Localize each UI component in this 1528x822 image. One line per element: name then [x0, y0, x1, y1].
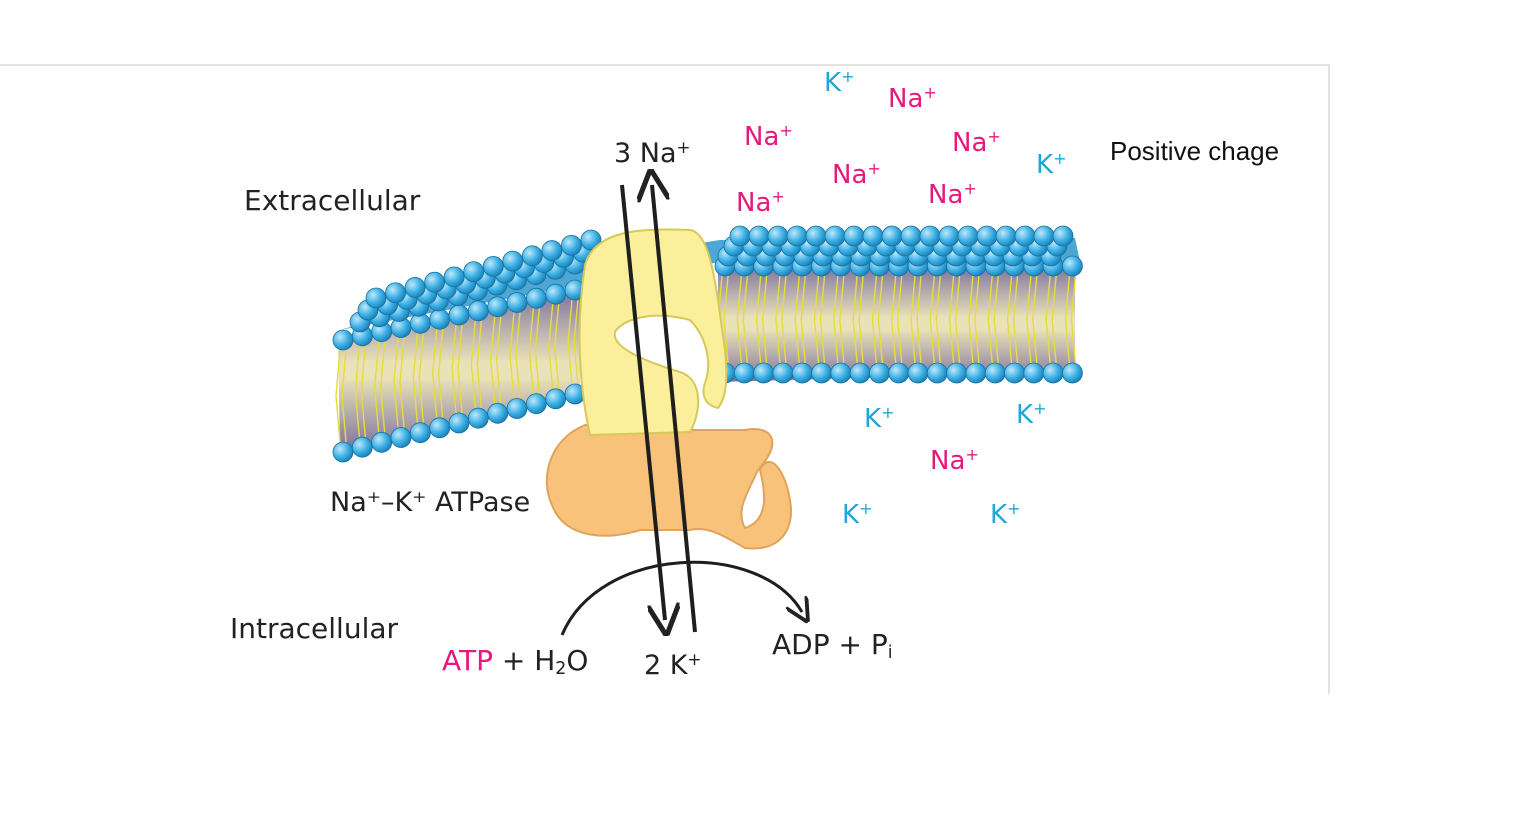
- lipid-head: [811, 362, 832, 384]
- lipid-head: [1062, 362, 1083, 384]
- na-ion: Na+: [888, 83, 937, 114]
- lipid-head: [506, 292, 528, 313]
- lipid-head: [385, 282, 406, 304]
- lipid-head: [900, 225, 922, 247]
- lipid-head: [753, 362, 774, 384]
- lipid-head: [926, 362, 948, 384]
- lipid-head: [332, 329, 354, 351]
- lipid-head: [957, 225, 979, 247]
- lipid-head: [502, 250, 524, 272]
- lipid-head: [561, 234, 582, 256]
- three-sodium-label: 3 Na+: [614, 136, 691, 169]
- lipid-head: [995, 225, 1017, 247]
- lipid-head: [862, 225, 884, 247]
- extracellular-label: Extracellular: [244, 184, 421, 217]
- lipid-head: [830, 362, 852, 384]
- lipid-head: [946, 362, 967, 384]
- lipid-head: [1004, 362, 1025, 384]
- lipid-head: [1033, 225, 1055, 247]
- lipid-head: [448, 412, 470, 434]
- lipid-head: [965, 362, 987, 384]
- lipid-head: [976, 225, 998, 247]
- lipid-head: [729, 225, 751, 247]
- pump-name-label: Na⁺–K⁺ ATPase: [330, 487, 531, 518]
- lipid-bilayer: [332, 225, 1083, 463]
- lipid-head: [404, 277, 426, 298]
- k-ion: K+: [990, 499, 1021, 530]
- lipid-head: [1062, 255, 1083, 277]
- intracellular-label: Intracellular: [230, 612, 399, 645]
- k-ion: K+: [824, 67, 855, 98]
- lipid-head: [521, 245, 543, 267]
- lipid-head: [390, 427, 412, 448]
- lipid-head: [772, 362, 794, 384]
- lipid-head: [869, 362, 890, 384]
- lipid-head: [888, 362, 910, 384]
- lipid-head: [424, 271, 446, 293]
- k-ion: K+: [1016, 399, 1047, 430]
- na-ion: Na+: [928, 179, 977, 210]
- lipid-head: [1042, 362, 1064, 384]
- lipid-head: [1052, 225, 1074, 247]
- figure-frame: [0, 64, 1330, 694]
- lipid-head: [541, 240, 563, 261]
- na-ion: Na+: [744, 121, 793, 152]
- lipid-head: [487, 402, 509, 424]
- lipid-head: [482, 255, 504, 277]
- lipid-head: [467, 300, 489, 322]
- k-ion: K+: [864, 403, 895, 434]
- k-ion: K+: [842, 499, 873, 530]
- lipid-head: [429, 417, 451, 439]
- lipid-head: [907, 362, 929, 384]
- lipid-head: [984, 362, 1006, 384]
- lipid-head: [748, 225, 770, 247]
- positive-charge-annotation: Positive chage: [1110, 136, 1280, 166]
- lipid-head: [351, 436, 373, 458]
- na-ion: Na+: [832, 159, 881, 190]
- lipid-head: [545, 388, 567, 410]
- na-ion: Na+: [736, 187, 785, 218]
- lipid-head: [545, 283, 567, 305]
- adp-pi-label: ADP + Pi: [772, 628, 893, 664]
- lipid-head: [332, 441, 354, 463]
- lipid-head: [849, 362, 871, 384]
- lipid-head: [371, 431, 393, 453]
- lipid-head: [580, 229, 602, 251]
- atp-h2o-label: ATP + H2O: [442, 644, 589, 680]
- lipid-head: [805, 225, 827, 247]
- atp-text: ATP: [442, 644, 493, 677]
- lipid-head: [525, 287, 547, 309]
- two-potassium-label: 2 K+: [644, 648, 702, 681]
- lipid-head: [409, 422, 431, 444]
- k-ion: K+: [1036, 149, 1067, 180]
- lipid-head: [1023, 362, 1045, 384]
- na-k-atpase-protein: [545, 228, 792, 550]
- na-ion: Na+: [952, 127, 1001, 158]
- lipid-head: [824, 225, 846, 247]
- lipid-head: [463, 261, 485, 283]
- lipid-head: [733, 362, 755, 384]
- lipid-head: [1014, 225, 1036, 247]
- lipid-head: [448, 304, 470, 326]
- lipid-head: [919, 225, 941, 247]
- lipid-head: [487, 296, 509, 318]
- lipid-head: [791, 362, 813, 384]
- lipid-head: [467, 407, 489, 429]
- lipid-head: [365, 287, 387, 309]
- lipid-head: [443, 266, 465, 288]
- transport-arrows: [560, 185, 802, 635]
- lipid-head: [767, 225, 789, 247]
- lipid-head: [429, 308, 451, 330]
- lipid-head: [938, 225, 960, 247]
- na-ion: Na+: [930, 445, 979, 476]
- lipid-head: [525, 393, 547, 415]
- lipid-head: [506, 398, 528, 419]
- lipid-head: [881, 225, 903, 247]
- lipid-head: [843, 225, 865, 247]
- lipid-head: [786, 225, 808, 247]
